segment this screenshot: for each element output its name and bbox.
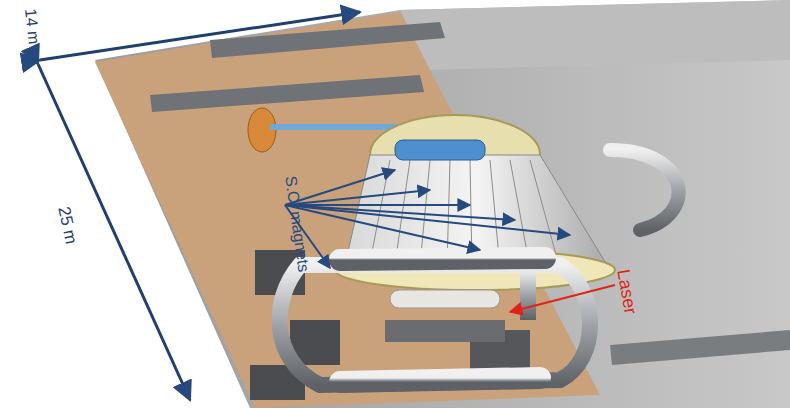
laser-arrow (510, 285, 615, 312)
hall-ceiling (400, 0, 790, 70)
beam-pipe (520, 270, 536, 320)
dimension-label: 14 m (22, 8, 42, 45)
dimension-arrow (40, 12, 360, 60)
coil-bar (340, 378, 540, 382)
wall-panel (150, 75, 424, 112)
detector-tube (395, 140, 485, 160)
hall-wall (95, 0, 790, 408)
dimension-label: 25 m (55, 205, 79, 246)
inner-cylinder (390, 290, 500, 308)
wall-panel (610, 330, 790, 365)
dimension-arrow (38, 64, 190, 400)
coil-loop (610, 150, 679, 230)
leader-arrows (285, 170, 570, 268)
wall-panel (210, 22, 445, 58)
coil-bar (340, 258, 545, 260)
sc-coil (280, 265, 590, 385)
inner-block (385, 320, 505, 342)
beam-rod (270, 124, 400, 130)
